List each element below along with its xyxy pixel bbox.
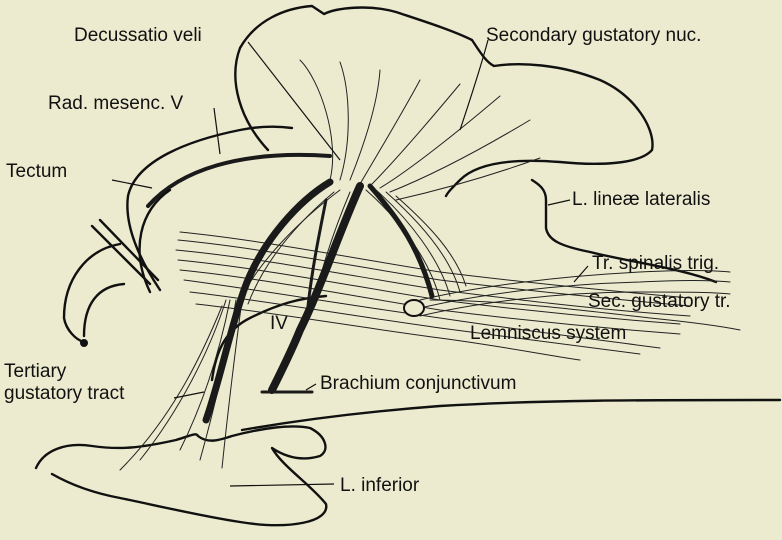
sec-gustatory-tract-cut — [404, 300, 424, 316]
label-l-inferior: L. inferior — [340, 476, 419, 495]
label-brachium-conjunctivum: Brachium conjunctivum — [320, 374, 516, 393]
label-tertiary-line1: Tertiary — [4, 362, 66, 381]
label-secondary-gustatory-nuc: Secondary gustatory nuc. — [486, 26, 701, 45]
tectum-left-line-2 — [100, 220, 158, 280]
label-decussatio-veli: Decussatio veli — [74, 26, 202, 45]
leader-l-inferior — [230, 484, 334, 486]
label-lemniscus-system: Lemniscus system — [470, 324, 626, 343]
left-inner-curve — [84, 284, 124, 336]
leader-tr-spinalis — [574, 266, 588, 282]
leader-brachium — [306, 384, 316, 390]
label-tr-spinalis-trig: Tr. spinalis trig. — [592, 254, 719, 273]
left-curve-outline — [64, 244, 120, 342]
label-l-lineae-lateralis: L. lineæ lateralis — [572, 190, 710, 209]
lobus-inferior-outline — [36, 426, 326, 525]
label-iv: IV — [270, 314, 288, 333]
label-rad-mesenc-v: Rad. mesenc. V — [48, 94, 183, 113]
leader-rad-mesenc — [214, 108, 220, 154]
label-tertiary-line2: gustatory tract — [4, 384, 124, 403]
label-sec-gustatory-tr: Sec. gustatory tr. — [588, 292, 731, 311]
leader-secondary-gustatory — [460, 40, 488, 130]
leader-l-lineae — [548, 200, 570, 205]
brainstem-floor-outline — [242, 400, 780, 430]
left-terminal-dot — [80, 339, 88, 347]
label-tectum: Tectum — [6, 162, 67, 181]
